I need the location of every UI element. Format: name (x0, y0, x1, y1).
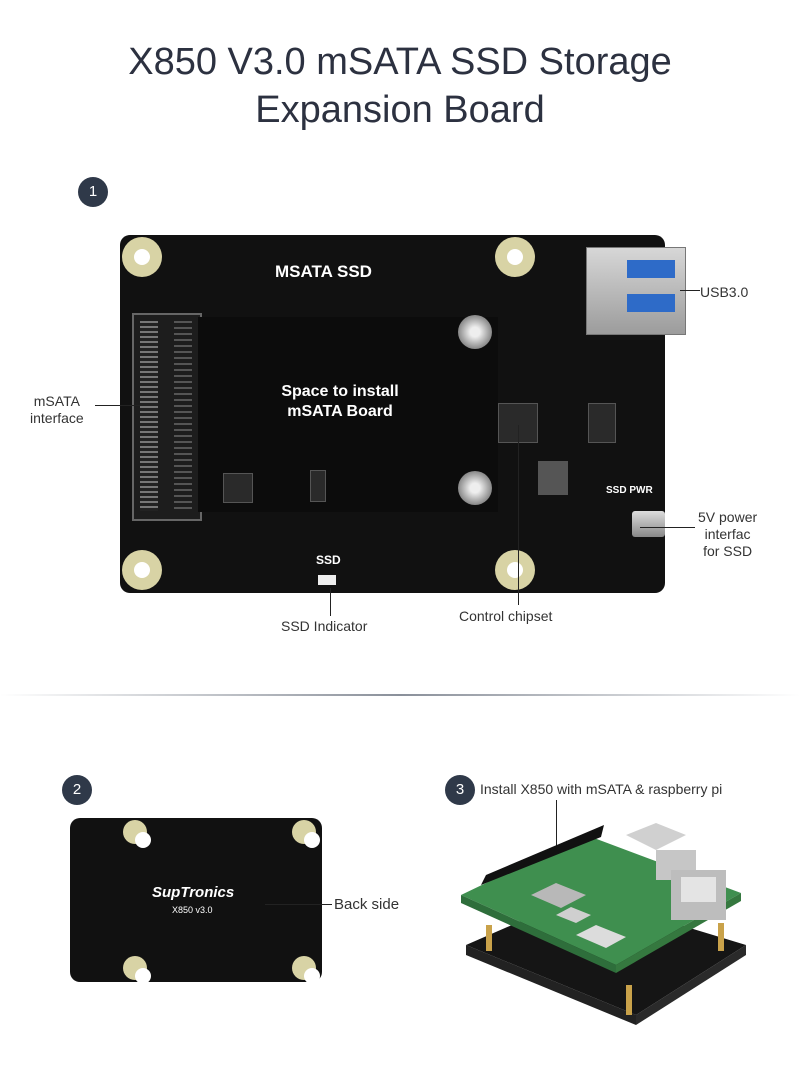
standoff (458, 315, 492, 349)
callout-line (95, 405, 140, 406)
install-caption: Install X850 with mSATA & raspberry pi (480, 781, 723, 797)
callout-line (330, 588, 331, 616)
msata-interface-callout: mSATA interface (30, 393, 84, 426)
mounting-hole (292, 820, 320, 848)
page-title: X850 V3.0 mSATA SSD Storage Expansion Bo… (0, 38, 800, 134)
callout-line (265, 904, 332, 905)
ssd-led (318, 575, 336, 585)
mounting-hole (495, 237, 535, 277)
board-model-label: X850 v3.0 (172, 905, 213, 915)
mounting-hole (123, 956, 151, 984)
title-line-2: Expansion Board (255, 89, 545, 131)
mounting-hole (122, 550, 162, 590)
usb3-callout: USB3.0 (700, 284, 749, 300)
inductor (538, 461, 568, 495)
power-interface-callout: 5V power interfac for SSD (698, 509, 758, 559)
mounting-hole (495, 550, 535, 590)
callout-line (680, 290, 700, 291)
title-line-1: X850 V3.0 mSATA SSD Storage (128, 41, 672, 83)
msata-slot (132, 313, 202, 521)
mounting-hole (122, 237, 162, 277)
mounting-hole (292, 956, 320, 984)
ssd-indicator-callout: SSD Indicator (281, 618, 368, 634)
usb3-port (586, 247, 686, 335)
step-badge-3: 3 (445, 775, 475, 805)
msata-ssd-label: MSATA SSD (275, 262, 372, 281)
micro-usb-power-port (632, 511, 665, 537)
standoff (458, 471, 492, 505)
raspberry-pi-assembly (456, 815, 756, 1030)
step-badge-2: 2 (62, 775, 92, 805)
x850-board-front: MSATA SSD Space to install mSATA Board S… (120, 235, 686, 593)
callout-line (640, 527, 695, 528)
suptronics-logo: SupTronics (152, 884, 235, 901)
ssd-pwr-label: SSD PWR (606, 485, 653, 496)
control-chipset-callout: Control chipset (459, 608, 553, 624)
small-chip (223, 473, 253, 503)
step-badge-1: 1 (78, 177, 108, 207)
small-chip (310, 470, 326, 502)
mounting-hole (123, 820, 151, 848)
ssd-led-label: SSD (316, 553, 341, 567)
install-space-label: Space to install mSATA Board (281, 383, 399, 420)
callout-line (556, 800, 557, 888)
back-side-callout: Back side (334, 896, 400, 913)
small-chip (588, 403, 616, 443)
section-divider (0, 694, 800, 696)
callout-line (518, 425, 519, 605)
x850-board-back: SupTronics X850 v3.0 (70, 818, 322, 984)
